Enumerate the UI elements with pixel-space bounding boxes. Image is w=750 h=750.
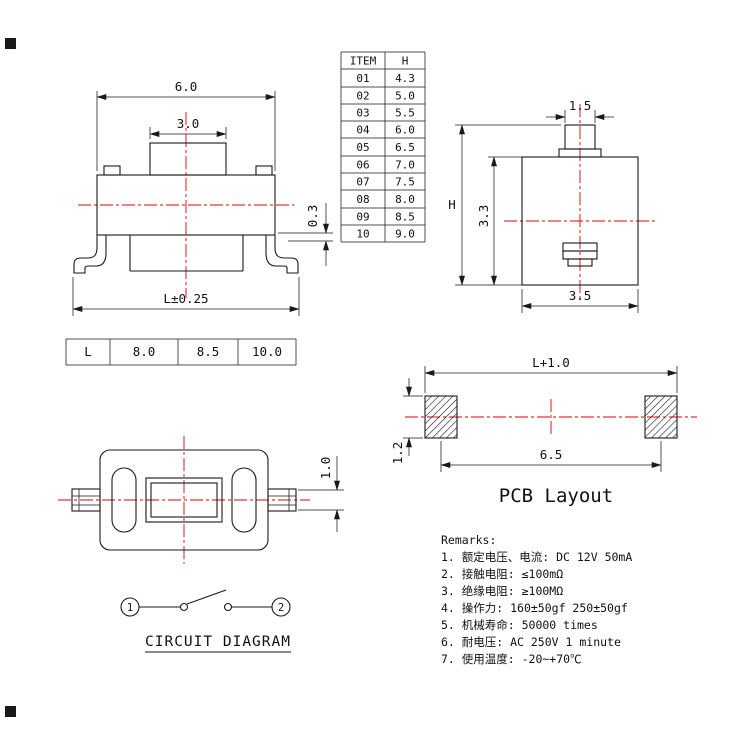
remarks-line-3: 3. 绝缘电阻: ≥100MΩ xyxy=(441,584,563,598)
side-terminal-detail-3 xyxy=(567,258,593,267)
circuit-diagram: 1 2 CIRCUIT DIAGRAM xyxy=(120,589,291,653)
front-actuator-button xyxy=(149,142,227,176)
side-view: 1.5 H 3.3 3.5 xyxy=(448,98,658,313)
top-lead-right-detail xyxy=(268,489,296,511)
pcb-pad-left xyxy=(424,395,458,439)
circuit-switch-blade xyxy=(186,589,227,605)
side-dim-total-height-label: H xyxy=(448,197,456,212)
item-height-table: ITEM H 01 4.3 02 5.0 03 5.5 04 6.0 05 6.… xyxy=(340,51,426,243)
item-table-cell: 03 xyxy=(356,107,369,120)
front-dim-body-width-label: 6.0 xyxy=(175,79,198,94)
top-lead-right xyxy=(267,488,297,512)
pcb-dim-pitch-label: 6.5 xyxy=(540,447,563,462)
front-base-outline xyxy=(129,235,244,272)
top-lead-left xyxy=(71,488,101,512)
item-table-cell: 7.5 xyxy=(395,176,415,189)
item-table-header-item: ITEM xyxy=(350,55,377,68)
circuit-terminal-1-label: 1 xyxy=(127,602,133,614)
circuit-contact-left xyxy=(179,602,189,612)
front-view: 6.0 3.0 0.3 L±0.25 xyxy=(72,79,333,316)
item-table-cell: 8.0 xyxy=(395,193,415,206)
remarks: Remarks: 1. 额定电压、电流: DC 12V 50mA 2. 接触电阻… xyxy=(441,533,632,666)
length-table-grid xyxy=(65,338,297,366)
item-table-cell: 6.0 xyxy=(395,124,415,137)
item-table-cell: 8.5 xyxy=(395,211,415,224)
remarks-title: Remarks: xyxy=(441,533,496,547)
item-table-cell: 4.3 xyxy=(395,72,415,85)
item-table-cell: 10 xyxy=(356,228,369,241)
pcb-dim-span-label: L+1.0 xyxy=(532,355,570,370)
length-table-cell-l: L xyxy=(84,344,92,359)
remarks-line-4: 4. 操作力: 160±50gf 250±50gf xyxy=(441,601,628,615)
item-table-cell: 02 xyxy=(356,90,369,103)
item-table-cell: 6.5 xyxy=(395,141,415,154)
front-body-bump-left xyxy=(103,165,121,176)
front-body-bump-right xyxy=(255,165,273,176)
item-table-cell: 5.0 xyxy=(395,90,415,103)
side-dim-body-width-label: 3.5 xyxy=(569,288,592,303)
front-lead-right xyxy=(265,235,299,274)
pcb-dim-pad-height-label: 1.2 xyxy=(390,442,405,465)
item-table-header-h: H xyxy=(402,55,409,68)
item-table-cell: 09 xyxy=(356,211,369,224)
item-table-cell: 9.0 xyxy=(395,228,415,241)
side-actuator-flange xyxy=(558,148,602,158)
top-button-inner xyxy=(150,482,218,518)
top-view: 1.0 xyxy=(58,436,344,564)
item-table-cell: 7.0 xyxy=(395,159,415,172)
frame-mark-bottom-left xyxy=(5,706,16,717)
item-table-cell: 05 xyxy=(356,141,369,154)
length-table-cell-10: 10.0 xyxy=(252,344,282,359)
top-button-outer xyxy=(145,477,223,523)
length-table-cell-8-5: 8.5 xyxy=(197,344,220,359)
pcb-layout: L+1.0 1.2 6.5 PCB Layout xyxy=(390,355,697,507)
front-dim-button-width-label: 3.0 xyxy=(177,116,200,131)
front-lead-left xyxy=(73,235,107,274)
item-table-cell: 04 xyxy=(356,124,370,137)
item-table-cell: 07 xyxy=(356,176,369,189)
circuit-terminal-2 xyxy=(271,597,291,617)
length-table: L 8.0 8.5 10.0 xyxy=(65,338,297,366)
top-contact-slot-left xyxy=(111,467,137,533)
remarks-line-2: 2. 接触电阻: ≤100mΩ xyxy=(441,567,563,581)
pcb-dimension-extension-lines xyxy=(403,366,678,472)
pcb-pad-right xyxy=(644,395,678,439)
front-dim-length-label: L±0.25 xyxy=(163,291,208,306)
remarks-line-5: 5. 机械寿命: 50000 times xyxy=(441,618,598,632)
circuit-terminal-2-label: 2 xyxy=(278,602,284,614)
item-table-cell: 01 xyxy=(356,72,369,85)
top-dim-lead-width-label: 1.0 xyxy=(318,457,333,480)
remarks-line-6: 6. 耐电压: AC 250V 1 minute xyxy=(441,635,621,649)
item-table-cell: 5.5 xyxy=(395,107,415,120)
side-dim-button-width-label: 1.5 xyxy=(569,98,592,113)
length-table-cell-8: 8.0 xyxy=(133,344,156,359)
front-dim-step-height-label: 0.3 xyxy=(305,205,320,228)
top-contact-slot-right xyxy=(231,467,257,533)
pcb-layout-title: PCB Layout xyxy=(499,485,613,507)
remarks-line-1: 1. 额定电压、电流: DC 12V 50mA xyxy=(441,550,632,564)
frame-mark-top-left xyxy=(5,38,16,49)
remarks-line-7: 7. 使用温度: -20~+70℃ xyxy=(441,652,582,666)
circuit-diagram-title: CIRCUIT DIAGRAM xyxy=(145,634,291,650)
top-lead-left-detail xyxy=(72,489,100,511)
item-table-grid xyxy=(340,51,426,243)
circuit-contact-right xyxy=(223,602,233,612)
item-table-cell: 08 xyxy=(356,193,369,206)
side-dim-body-height-label: 3.3 xyxy=(476,205,491,228)
item-table-cell: 06 xyxy=(356,159,369,172)
